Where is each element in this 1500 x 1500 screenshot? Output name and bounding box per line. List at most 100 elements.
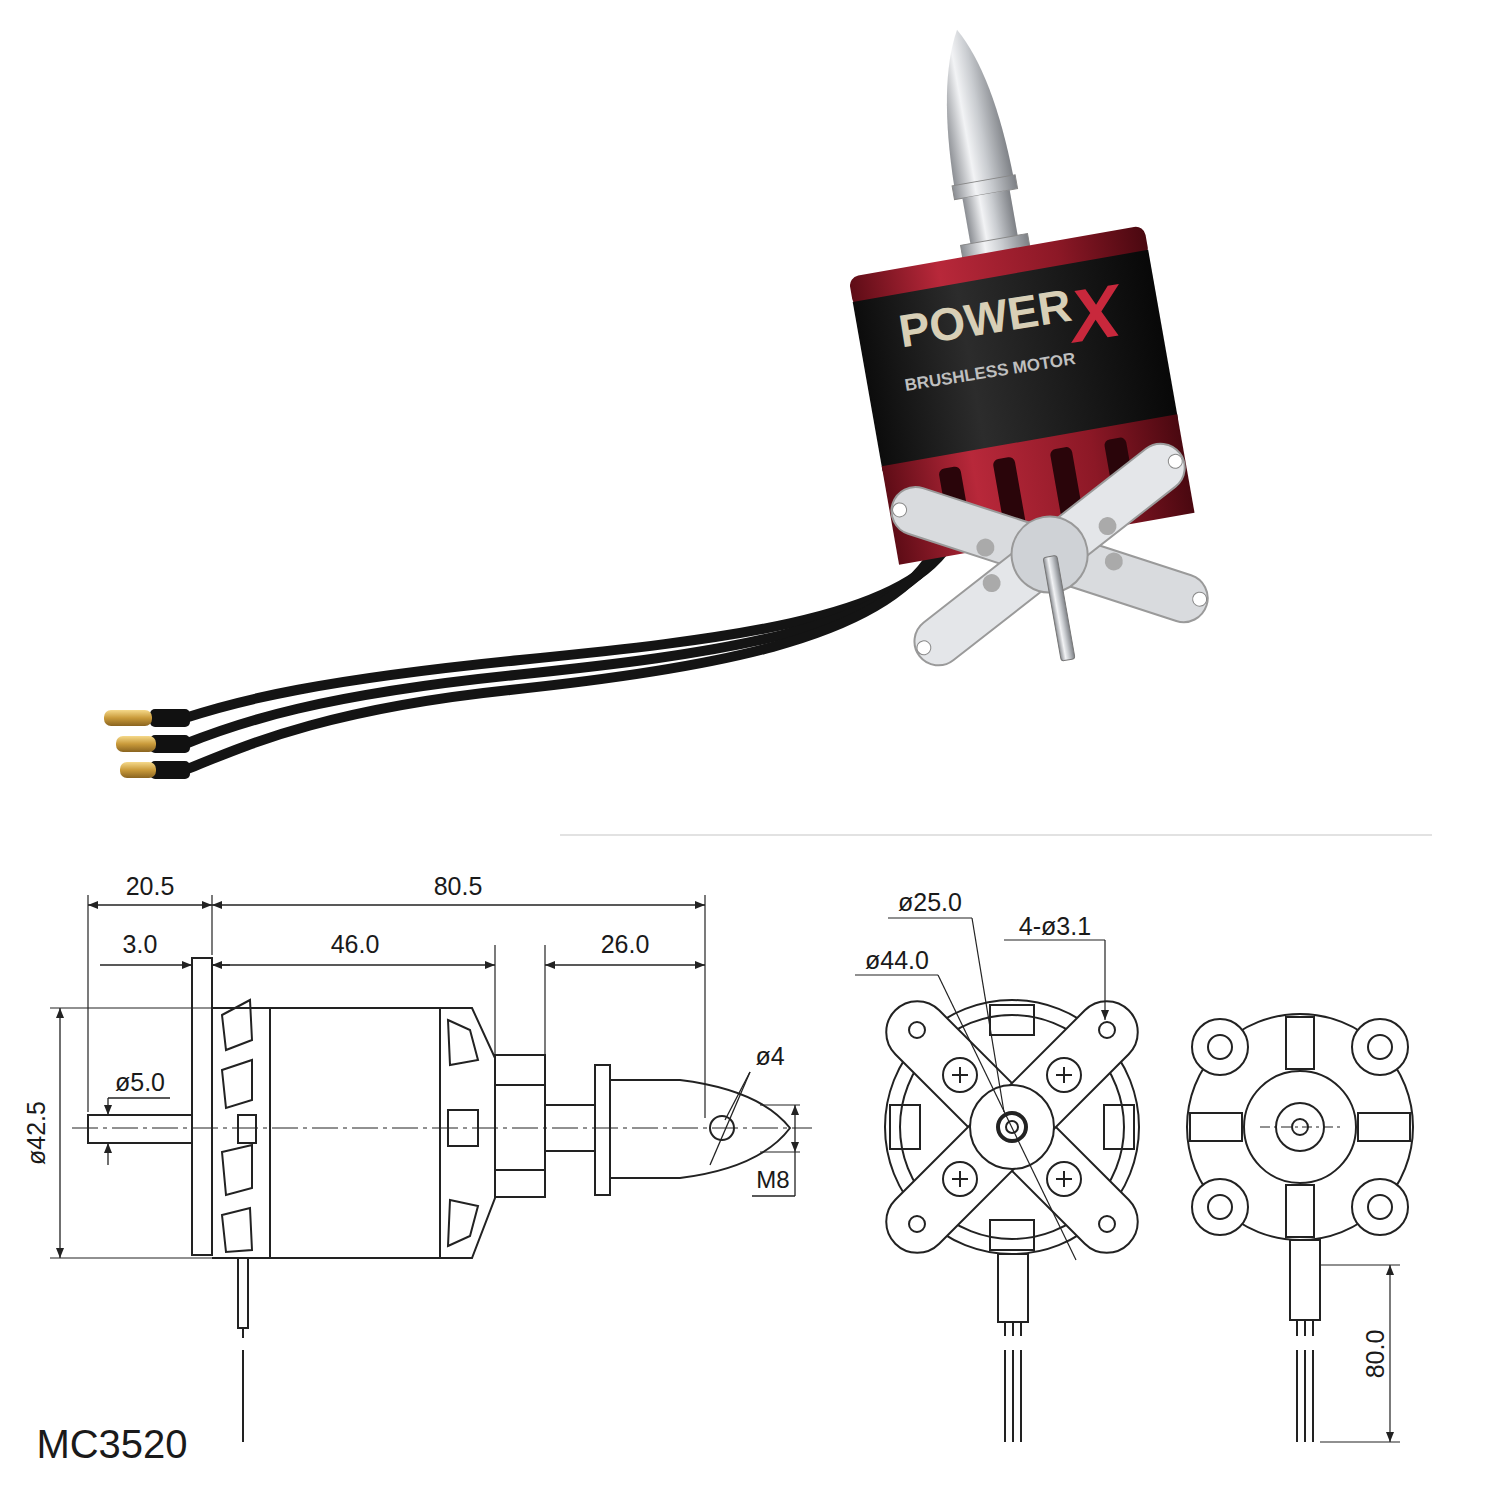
drawing-line — [752, 1195, 795, 1196]
drawing-rect — [1104, 1105, 1134, 1149]
drawing-circle — [1208, 1195, 1232, 1219]
drawing-rect — [905, 434, 1195, 675]
drawing-rect — [495, 1055, 545, 1197]
drawing-circle — [1097, 516, 1118, 537]
drawing-path — [222, 1000, 252, 1050]
drawing-rect — [448, 1110, 478, 1146]
drawing-path — [448, 1200, 478, 1246]
drawing-circle — [1244, 1071, 1356, 1183]
drawing-path — [212, 1008, 270, 1258]
drawing-rect — [238, 1258, 248, 1328]
drawing-rect — [238, 1115, 256, 1143]
drawing-line — [888, 917, 972, 918]
dimension-value: ø5.0 — [115, 1070, 165, 1095]
drawing-circle — [1103, 551, 1124, 572]
drawing-line — [212, 904, 705, 905]
drawing-line — [760, 1104, 800, 1105]
drawing-rect — [88, 1115, 192, 1143]
drawing-rect — [192, 958, 212, 1255]
drawing-circle — [981, 573, 1002, 594]
drawing-circle — [1187, 1014, 1413, 1240]
drawing-line — [212, 964, 495, 965]
dimension-value: 4-ø3.1 — [1019, 914, 1091, 939]
drawing-circle — [1352, 1179, 1408, 1235]
drawing-path — [610, 1080, 790, 1178]
drawing-rect — [1043, 555, 1075, 661]
front-view — [855, 918, 1151, 1442]
dimension-value: ø44.0 — [865, 948, 929, 973]
model-name: MC3520 — [36, 1424, 187, 1464]
drawing-line — [495, 1084, 545, 1086]
drawing-circle — [1192, 591, 1208, 607]
drawing-path — [222, 1145, 252, 1195]
drawing-path — [1005, 1322, 1021, 1336]
dimension-value: 26.0 — [601, 932, 650, 957]
drawing-rect — [1286, 1017, 1314, 1069]
drawing-g — [1320, 1265, 1400, 1442]
drawing-g — [1187, 1014, 1413, 1240]
drawing-circle — [1192, 1179, 1248, 1235]
drawing-circle — [1368, 1035, 1392, 1059]
drawing-circle — [891, 502, 907, 518]
drawing-rect — [120, 762, 156, 778]
drawing-circle — [909, 1022, 925, 1038]
drawing-line — [211, 895, 212, 955]
drawing-rect — [595, 1065, 610, 1195]
drawing-line — [100, 964, 192, 965]
drawing-line — [72, 1128, 812, 1129]
drawing-line — [1320, 1264, 1400, 1265]
drawing-circle — [1192, 1019, 1248, 1075]
dimension-value: 46.0 — [331, 932, 380, 957]
drawing-line — [495, 1169, 545, 1171]
drawing-line — [545, 964, 705, 965]
drawing-line — [938, 975, 1076, 1260]
drawing-line — [494, 945, 495, 1055]
drawing-circle — [1167, 453, 1183, 469]
drawing-rect — [990, 1220, 1034, 1250]
dimension-value: ø4 — [755, 1044, 784, 1069]
drawing-path — [222, 1060, 252, 1108]
drawing-circle — [710, 1116, 734, 1140]
drawing-rect — [104, 710, 152, 726]
drawing-path — [927, 24, 1013, 187]
dimension-value: 20.5 — [126, 874, 175, 899]
drawing-line — [88, 904, 212, 905]
thread-size: M8 — [756, 1168, 789, 1192]
drawing-path — [185, 555, 932, 770]
drawing-circle — [1352, 1019, 1408, 1075]
dimension-value: 80.0 — [1363, 1330, 1388, 1379]
drawing-line — [87, 895, 88, 1112]
drawing-g — [60, 905, 795, 1258]
drawing-path — [440, 1008, 495, 1258]
drawing-rect — [885, 481, 1214, 629]
drawing-g — [50, 895, 800, 1258]
dimension-value: ø25.0 — [898, 890, 962, 915]
drawing-g — [855, 918, 1105, 1260]
dimension-value: ø42.5 — [24, 1101, 49, 1165]
drawing-path — [185, 550, 940, 744]
drawing-circle — [1368, 1195, 1392, 1219]
drawing-rect — [998, 1254, 1028, 1322]
drawing-circle — [916, 640, 932, 656]
motor-wires — [185, 545, 948, 770]
drawing-rect — [1190, 1113, 1242, 1141]
drawing-line — [760, 1151, 800, 1152]
drawing-line — [560, 834, 1432, 836]
drawing-line — [107, 1143, 108, 1165]
drawing-line — [1389, 1265, 1390, 1442]
drawing-rect — [116, 736, 156, 752]
drawing-line — [1320, 1441, 1400, 1442]
rear-view — [1187, 1014, 1413, 1442]
drawing-line — [855, 974, 938, 975]
drawing-rect — [1286, 1185, 1314, 1237]
drawing-circle — [1208, 1035, 1232, 1059]
drawing-line — [1260, 1127, 1340, 1128]
drawing-rect — [150, 709, 190, 727]
drawing-line — [794, 1152, 795, 1196]
drawing-rect — [270, 1008, 440, 1258]
motor-body — [802, 2, 1222, 687]
drawing-path — [1005, 1350, 1021, 1442]
bullet-connectors — [104, 709, 190, 779]
drawing-line — [242, 1350, 244, 1442]
